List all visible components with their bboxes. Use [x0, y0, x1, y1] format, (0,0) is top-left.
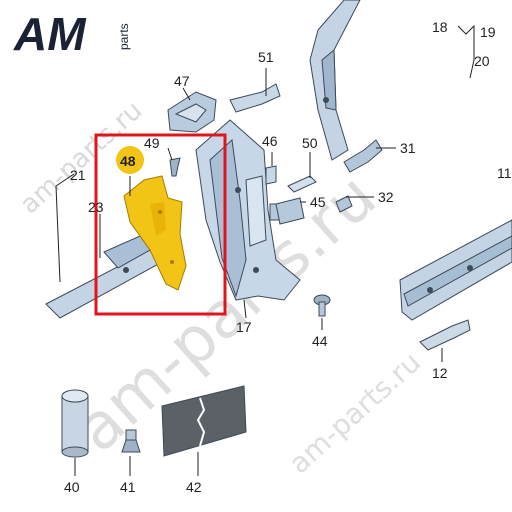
part-46-clip [265, 165, 277, 185]
part-50-strip [287, 175, 317, 193]
part-12-bracket [419, 319, 471, 351]
sill-panel-part [399, 219, 512, 321]
label-20: 20 [474, 53, 490, 69]
am-parts-logo: AM parts [13, 8, 131, 60]
label-47: 47 [174, 73, 190, 89]
callout-48-badge [116, 146, 144, 174]
label-19: 19 [480, 24, 496, 40]
a-pillar-part [309, 0, 361, 161]
label-40: 40 [64, 479, 80, 495]
label-31: 31 [400, 140, 416, 156]
part-44-bolt [313, 294, 331, 317]
label-45: 45 [310, 194, 326, 210]
label-50: 50 [302, 135, 318, 151]
label-42: 42 [186, 479, 202, 495]
part-31-bracket [343, 139, 383, 173]
label-48: 48 [120, 153, 136, 169]
logo-word: parts [117, 23, 131, 50]
part-45-block [275, 197, 305, 225]
part-47-bracket [167, 91, 217, 133]
part-42-pad [161, 385, 247, 457]
watermark-text-3: am-parts.ru [283, 345, 427, 480]
label-49: 49 [144, 135, 160, 151]
label-17: 17 [236, 319, 252, 335]
part-41-plug [121, 429, 141, 453]
part-number-labels: 47 51 49 48 46 50 31 45 32 21 23 17 44 1… [64, 19, 512, 495]
part-40-cylinder [61, 389, 89, 458]
part-51-clip [229, 83, 281, 113]
part-48-reinforcement [123, 175, 187, 291]
logo-mark: AM [13, 8, 87, 60]
part-32-clip [335, 195, 353, 213]
label-44: 44 [312, 333, 328, 349]
label-12: 12 [432, 365, 448, 381]
label-21: 21 [70, 167, 86, 183]
label-46: 46 [262, 133, 278, 149]
part-21-rail [45, 235, 163, 319]
part-49-screw [169, 157, 181, 177]
highlight-frame [94, 133, 227, 316]
label-51: 51 [258, 49, 274, 65]
leader-lines [55, 24, 475, 476]
label-41: 41 [120, 479, 136, 495]
label-23: 23 [88, 199, 104, 215]
label-32: 32 [378, 189, 394, 205]
label-11: 11 [497, 165, 512, 181]
label-18: 18 [432, 19, 448, 35]
part-17-pillar [195, 119, 301, 301]
